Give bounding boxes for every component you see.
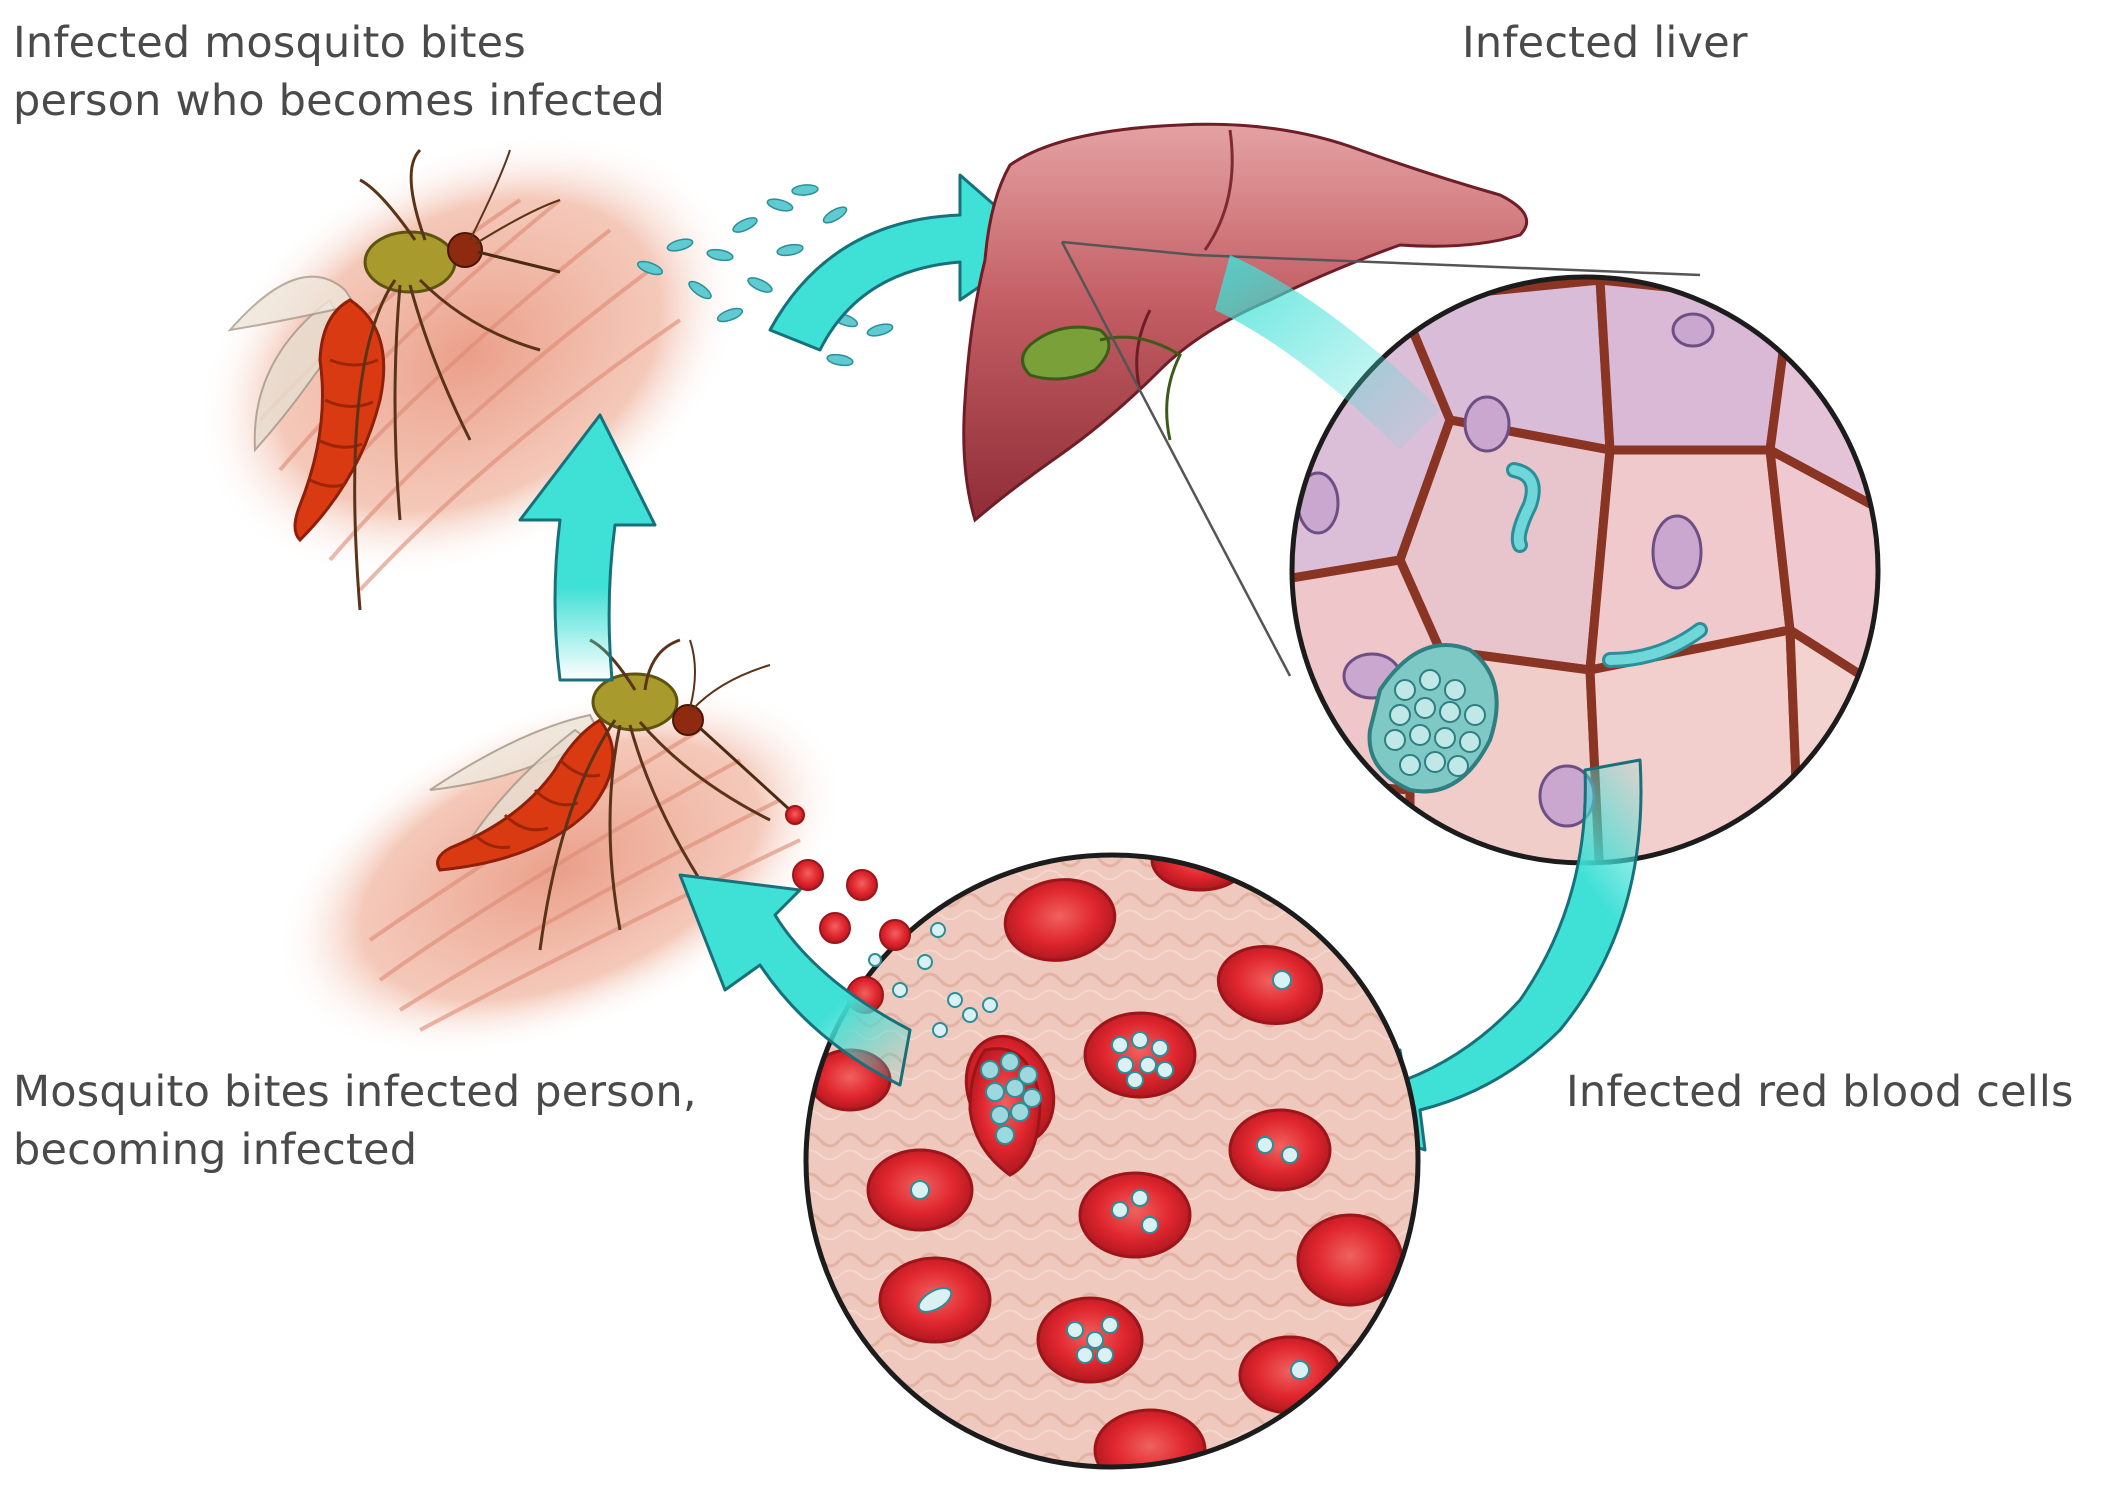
red-blood-cells-icon	[803, 852, 1421, 1470]
label-line: becoming infected	[13, 1125, 418, 1175]
mosquito-bottom-icon	[429, 638, 792, 951]
free-blood-cells	[785, 805, 998, 1038]
label-line: Infected mosquito bites	[13, 18, 526, 68]
label-line: Mosquito bites infected person,	[13, 1067, 697, 1117]
skin-patch-bottom	[275, 683, 845, 1057]
label-mosquito-bites-infected-person: Mosquito bites infected person, becoming…	[13, 1063, 697, 1179]
label-infected-liver: Infected liver	[1462, 14, 1748, 72]
magnifier-lines	[1060, 240, 1701, 677]
label-mosquito-bites-person: Infected mosquito bites person who becom…	[13, 14, 665, 130]
label-infected-red-blood-cells: Infected red blood cells	[1566, 1063, 2074, 1121]
skin-patch-top	[197, 132, 743, 592]
liver-cells-icon	[1215, 255, 1881, 866]
label-line: Infected liver	[1462, 18, 1748, 68]
arrow-blood-to-mosquito-icon	[678, 873, 912, 1087]
mosquito-top-icon	[227, 148, 561, 611]
arrow-mosquito-to-person-icon	[518, 413, 657, 682]
label-line: Infected red blood cells	[1566, 1067, 2074, 1117]
label-line: person who becomes infected	[13, 76, 666, 126]
